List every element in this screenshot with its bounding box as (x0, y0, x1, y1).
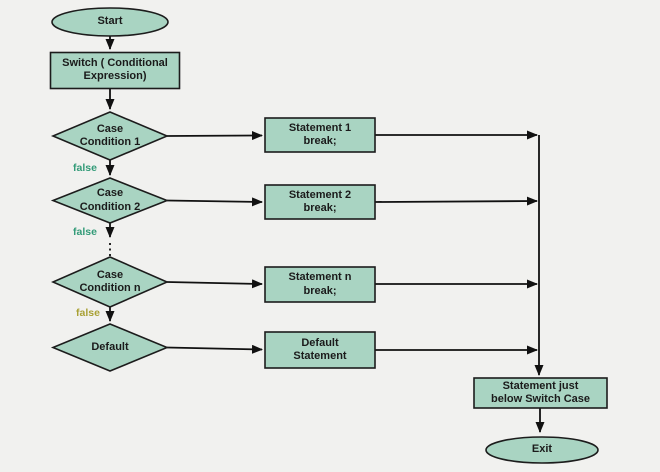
case2-decision-shape (50, 177, 170, 224)
statement1-node-shape (264, 117, 376, 153)
below-switch-node-shape (473, 377, 608, 409)
default-decision-shape (50, 323, 170, 372)
edge-default-to-default-statement (166, 344, 263, 354)
edge-statement2-to-merge (374, 196, 538, 206)
statement-n-node-shape (264, 266, 376, 303)
statement2-node-shape (264, 184, 376, 220)
start-node-shape (51, 7, 169, 37)
default-statement-node-shape (264, 331, 376, 369)
edge-case1-to-statement1 (166, 131, 263, 141)
edge-case-n-to-statement-n (166, 279, 263, 289)
switch-node-shape (49, 51, 181, 90)
exit-node-shape (485, 436, 599, 464)
case1-decision-shape (50, 111, 170, 161)
case-n-decision-shape (51, 256, 169, 308)
edge-case2-to-statement2 (166, 197, 263, 207)
